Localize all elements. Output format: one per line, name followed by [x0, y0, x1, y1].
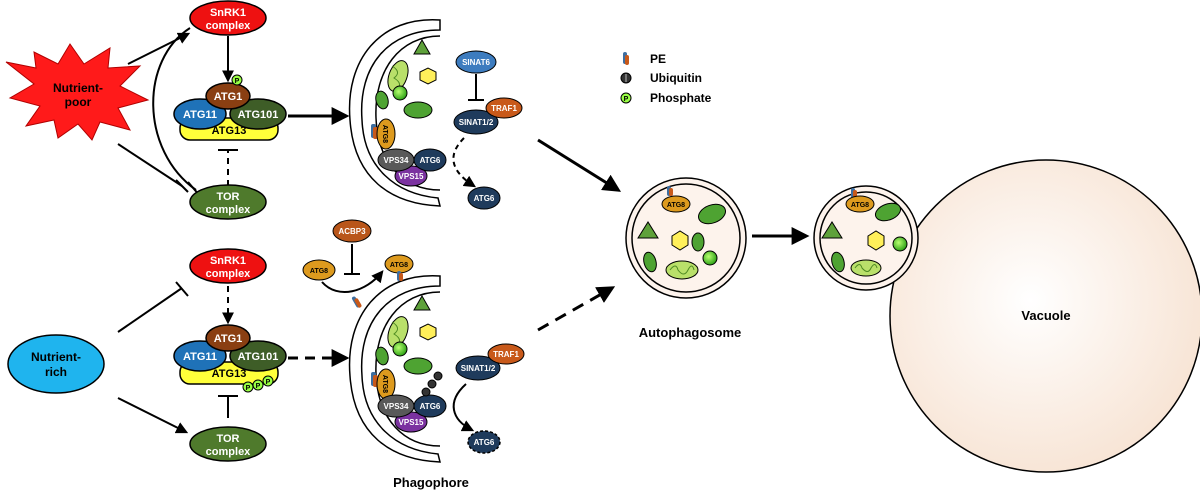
snrk1-bottom-label-1: SnRK1 — [210, 255, 246, 267]
top-signalling-edges — [117, 27, 350, 197]
autophagosome: ATG8 — [625, 177, 747, 299]
atg101-bottom-label: ATG101 — [238, 351, 279, 363]
rich-to-tor-arrow — [117, 397, 189, 434]
chloroplast-cargo — [403, 101, 433, 119]
legend-phosphate-label: Phosphate — [650, 91, 712, 105]
legend-ubiquitin-label: Ubiquitin — [650, 71, 702, 85]
atg1-top — [205, 82, 251, 110]
legend-pe-label: PE — [650, 52, 666, 66]
to-autophagosome-arrows — [537, 138, 622, 332]
atg1-bottom-label: ATG1 — [214, 333, 243, 345]
sinat-module-bottom: SINAT1/2 TRAF1 ATG6 — [452, 343, 525, 454]
atg8-phagophore-top — [376, 118, 396, 150]
pe-icon — [352, 296, 362, 308]
nutrient-rich-node: Nutrient- rich — [7, 334, 105, 394]
bottom-signalling-edges — [117, 281, 350, 434]
sphere-cargo — [392, 85, 408, 101]
tor-complex-bottom: TOR complex — [189, 426, 267, 462]
phosphate-symbol: P — [246, 385, 251, 392]
atg13-top-label: ATG13 — [212, 125, 247, 137]
ubiquitin-icon — [421, 371, 443, 397]
vps34-bottom-label: VPS34 — [384, 402, 409, 411]
atg6-top — [413, 148, 447, 172]
tor-bottom-label-2: complex — [206, 446, 252, 458]
nutrient-rich-label-2: rich — [45, 365, 67, 379]
autophagosome-caption: Autophagosome — [639, 325, 742, 340]
atg8-free-label: ATG8 — [310, 268, 328, 275]
sinat12-top-label: SINAT1/2 — [459, 118, 494, 127]
phosphate-icon — [231, 74, 243, 86]
atg1-complex-bottom: ATG13 ATG11 ATG101 ATG1 P P P — [173, 324, 287, 393]
atg8-lipidation: ATG8 ATG8 ACBP3 — [302, 219, 414, 293]
atg13-bottom-label: ATG13 — [212, 368, 247, 380]
atg1-complex-top: ATG13 ATG11 ATG101 ATG1 P — [173, 74, 287, 141]
nutrient-poor-starburst: Nutrient- poor — [5, 43, 150, 141]
phosphate-symbol: P — [624, 96, 629, 103]
acbp3-label: ACBP3 — [338, 227, 366, 236]
atg11-top-label: ATG11 — [183, 109, 217, 121]
atg101-top — [229, 98, 287, 130]
rich-inhibits-snrk1 — [117, 287, 183, 333]
vps34-top-label: VPS34 — [384, 156, 409, 165]
tor-top-label-2: complex — [206, 204, 252, 216]
fusing-autophagosome: ATG8 — [813, 185, 919, 291]
hexagon-cargo — [419, 67, 437, 85]
tor-bottom-label-1: TOR — [216, 433, 239, 445]
vacuole: Vacuole — [889, 159, 1200, 473]
nutrient-rich-label-1: Nutrient- — [31, 350, 81, 364]
atg6-bottom-label: ATG6 — [420, 402, 441, 411]
phosphate-symbol: P — [235, 78, 240, 85]
atg6-top-label: ATG6 — [420, 156, 441, 165]
phagophore-bottom: ATG8 VPS15 VPS34 ATG6 — [348, 275, 447, 463]
vacuole-label: Vacuole — [1021, 308, 1070, 323]
phosphate-icon — [620, 92, 632, 104]
snrk1-complex-bottom: SnRK1 complex — [189, 248, 267, 284]
traf1-bottom-label: TRAF1 — [493, 350, 519, 359]
sinat-module-top: SINAT6 SINAT1/2 TRAF1 ATG6 — [452, 50, 523, 210]
atg11-bottom-label: ATG11 — [183, 351, 217, 363]
phagophore-top: ATG8 VPS15 VPS34 ATG6 — [348, 19, 447, 207]
atg11-top — [173, 98, 227, 130]
triangle-cargo — [413, 38, 431, 55]
pe-icon — [623, 52, 629, 65]
atg6-free-bottom-label: ATG6 — [474, 438, 495, 447]
snrk1-inhibits-tor-curve — [152, 27, 197, 191]
snrk1-complex-top: SnRK1 complex — [189, 0, 267, 36]
vesicle-cargo — [375, 90, 389, 110]
atg8-phagophore-top-label: ATG8 — [381, 125, 388, 143]
traf1-top-label: TRAF1 — [491, 104, 517, 113]
atg8-fusing-label: ATG8 — [851, 202, 869, 209]
phosphate-icon-group: P P P — [242, 375, 274, 393]
tor-top-label-1: TOR — [216, 191, 239, 203]
phagophore-caption: Phagophore — [393, 475, 469, 490]
nutrient-poor-label-line2: poor — [65, 95, 92, 109]
poor-inhibits-tor — [117, 143, 183, 187]
snrk1-top-label-1: SnRK1 — [210, 7, 246, 19]
mitochondrion-cargo — [387, 60, 409, 92]
vps15-bottom-label: VPS15 — [399, 418, 424, 427]
legend: PE Ubiquitin P Phosphate — [620, 52, 712, 105]
tor-complex-top: TOR complex — [189, 184, 267, 220]
atg1-top-label: ATG1 — [214, 91, 243, 103]
sinat6-label: SINAT6 — [462, 58, 490, 67]
sinat12-bottom-label: SINAT1/2 — [461, 364, 496, 373]
poor-to-snrk1-arrow — [127, 32, 191, 65]
phosphate-symbol: P — [266, 379, 271, 386]
vps15-top-label: VPS15 — [399, 172, 424, 181]
phosphate-symbol: P — [256, 383, 261, 390]
snrk1-top-label-2: complex — [206, 20, 252, 32]
atg101-top-label: ATG101 — [238, 109, 279, 121]
nutrient-poor-label-line1: Nutrient- — [53, 81, 103, 95]
atg8-lipidated-label: ATG8 — [390, 262, 408, 269]
atg8-autophagosome-label: ATG8 — [667, 202, 685, 209]
snrk1-bottom-label-2: complex — [206, 268, 252, 280]
atg8-phagophore-bottom-label: ATG8 — [381, 375, 388, 393]
atg6-free-top-label: ATG6 — [474, 194, 495, 203]
